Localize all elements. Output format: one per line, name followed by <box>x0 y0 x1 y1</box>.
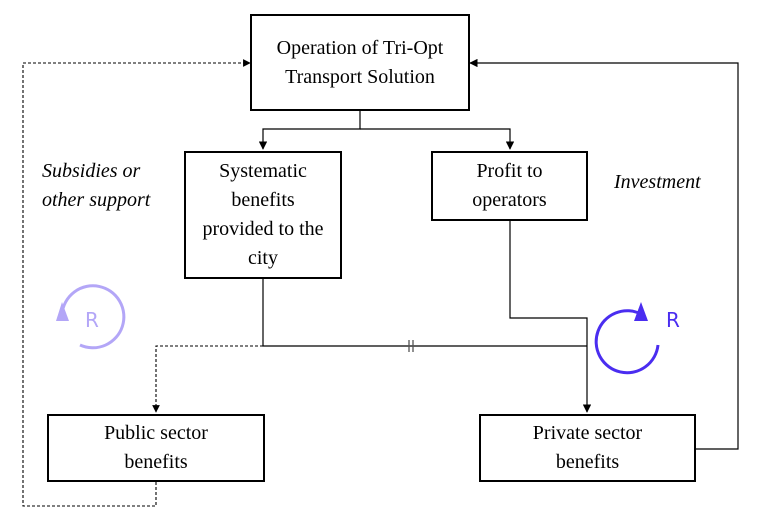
loop-letter-right: R <box>666 308 680 332</box>
node-profit-label: Profit to operators <box>472 160 547 211</box>
label-investment-text: Investment <box>614 171 701 193</box>
link-profit-to-private <box>509 221 592 413</box>
label-subsidies: Subsidies or other support <box>42 157 152 215</box>
node-operation-label: Operation of Tri-Opt Transport Solution <box>276 36 444 88</box>
node-profit: Profit to operators <box>431 151 588 221</box>
link-systematic-to-private <box>262 279 587 347</box>
label-subsidies-text: Subsidies or other support <box>42 160 151 211</box>
node-systematic-label: Systematic benefits provided to the city <box>202 160 324 269</box>
loop-indicator-right: R <box>594 302 680 375</box>
node-public-sector: Public sector benefits <box>47 414 265 482</box>
link-operation-to-systematic <box>258 111 361 150</box>
node-operation: Operation of Tri-Opt Transport Solution <box>250 14 470 111</box>
node-public-label: Public sector benefits <box>104 422 208 473</box>
link-private-to-operation <box>469 58 739 450</box>
loop-letter-left: R <box>85 308 99 332</box>
node-private-sector: Private sector benefits <box>479 414 696 482</box>
delay-mark <box>408 340 414 352</box>
label-investment: Investment <box>614 168 701 197</box>
link-public-to-operation <box>22 59 251 507</box>
node-private-label: Private sector benefits <box>532 422 643 473</box>
node-systematic-benefits: Systematic benefits provided to the city <box>184 151 342 279</box>
loop-indicator-left: R <box>56 284 126 350</box>
link-operation-to-profit <box>360 128 515 150</box>
link-systematic-to-public <box>152 345 263 413</box>
